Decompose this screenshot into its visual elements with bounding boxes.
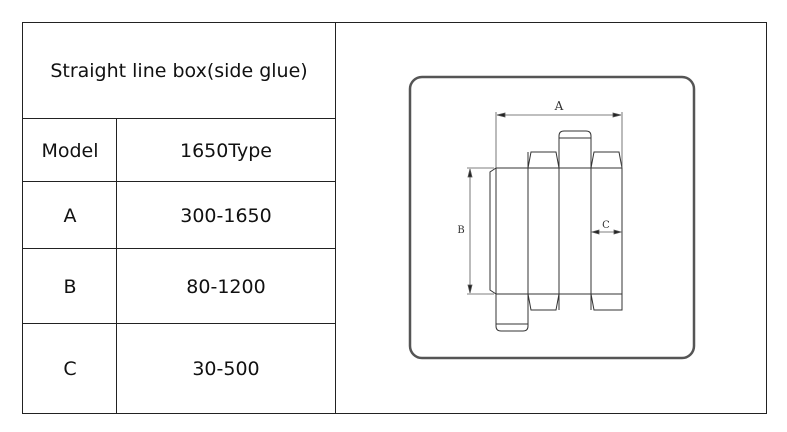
table-title: Straight line box(side glue): [50, 60, 308, 82]
row-b-value: 80-1200: [186, 275, 266, 298]
divider: [23, 323, 335, 324]
divider: [23, 118, 335, 119]
model-label: Model: [41, 139, 99, 162]
divider: [116, 119, 117, 413]
model-value: 1650Type: [180, 139, 272, 162]
row-c-value: 30-500: [192, 358, 260, 380]
divider: [335, 23, 336, 413]
row-c-label: C: [63, 358, 77, 380]
box-outline: [489, 130, 623, 332]
divider: [23, 248, 335, 249]
label-b: B: [457, 225, 464, 236]
row-a-label: A: [63, 204, 77, 227]
row-a-value: 300-1650: [180, 204, 272, 227]
spec-table: Straight line box(side glue) Model 1650T…: [22, 22, 767, 414]
label-c: C: [602, 220, 610, 231]
divider: [23, 181, 335, 182]
diagram-frame: [408, 75, 696, 360]
label-a: A: [554, 99, 564, 113]
dimension-lines: [467, 112, 623, 295]
row-b-label: B: [63, 275, 77, 298]
